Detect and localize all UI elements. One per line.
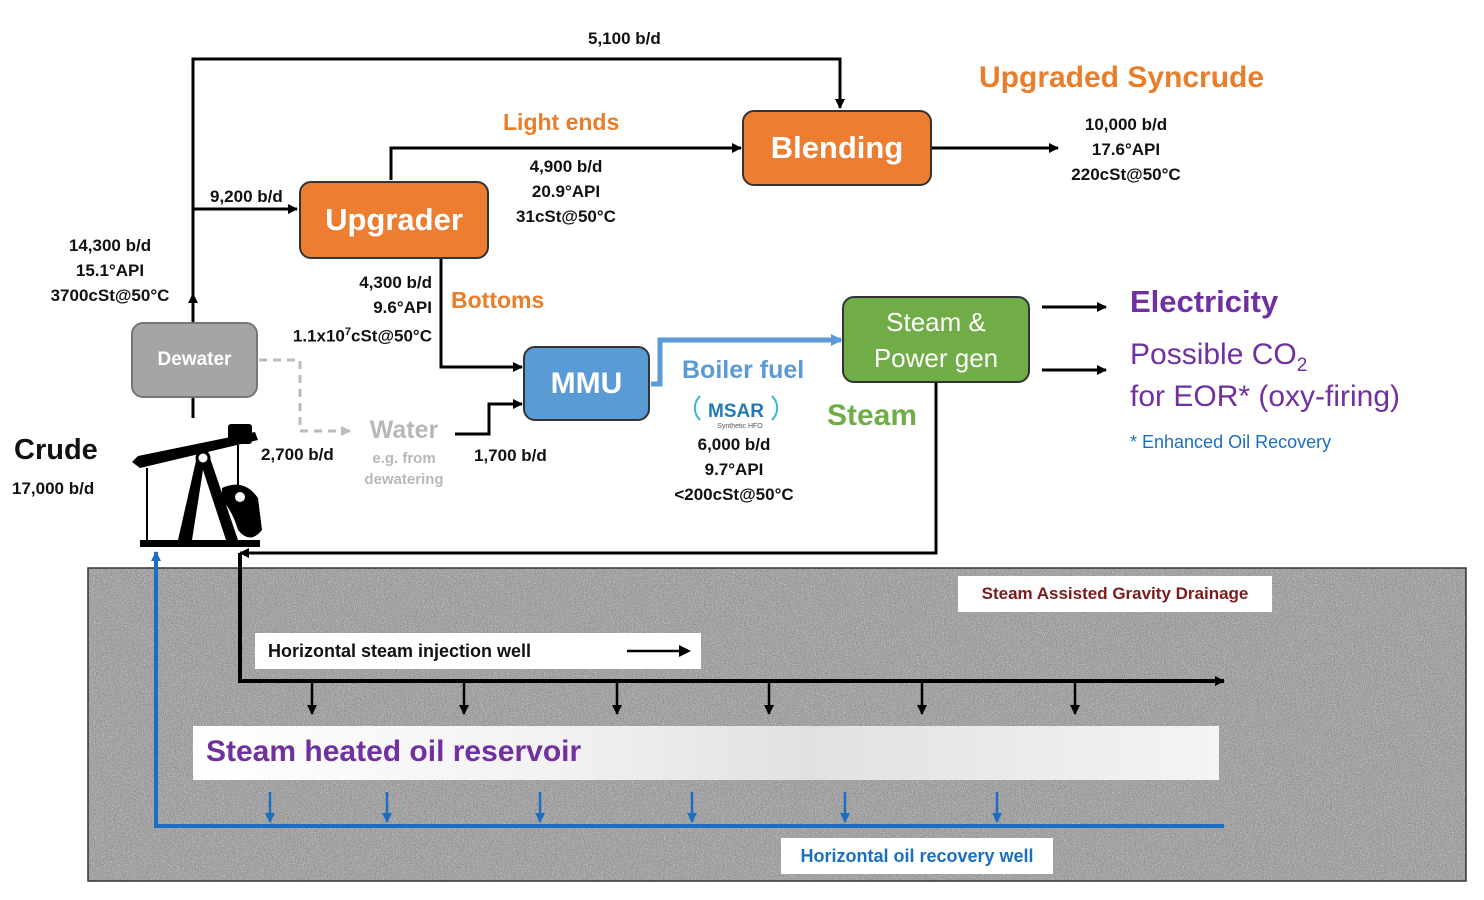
- water-label: Water: [369, 416, 439, 444]
- boiler-fuel-line: [651, 334, 843, 387]
- boiler-fuel-flow-label: 6,000 b/d 9.7°API <200cSt@50°C: [664, 432, 804, 507]
- bypass-line: [191, 57, 845, 304]
- blending-box: Blending: [742, 110, 932, 186]
- bottoms-flow-3: 1.1x107cSt@50°C: [270, 320, 432, 349]
- crude-label: Crude: [14, 434, 98, 466]
- product-flow-3: 220cSt@50°C: [1071, 165, 1181, 184]
- light-ends-label: Light ends: [503, 109, 620, 135]
- steam-label: Steam: [827, 399, 918, 432]
- water-to-mmu-line: [455, 399, 523, 436]
- recovery-well-line: [151, 551, 1224, 828]
- bypass-flow-label: 5,100 b/d: [588, 29, 661, 48]
- steam-power-line-1: Steam &: [886, 306, 986, 337]
- bottoms-flow-3-base: 1.1x10: [292, 326, 345, 346]
- injection-drops: [307, 683, 1080, 715]
- product-flow-label: 10,000 b/d 17.6°API 220cSt@50°C: [1056, 112, 1196, 187]
- product-flow-1: 10,000 b/d: [1084, 115, 1168, 134]
- dewater-box: Dewater: [131, 322, 258, 398]
- mmu-box: MMU: [523, 346, 650, 421]
- svg-text:MSAR: MSAR: [708, 401, 764, 422]
- bottoms-flow-3-unit: cSt@50°C: [350, 326, 432, 346]
- dewatered-flow-1: 14,300 b/d: [68, 236, 152, 255]
- injection-well-panel: Horizontal steam injection well: [255, 633, 701, 669]
- co2-label-line-1: Possible CO2: [1130, 338, 1307, 377]
- bottoms-flow-1: 4,300 b/d: [359, 273, 432, 292]
- co2-label-line-2: for EOR* (oxy-firing): [1130, 380, 1401, 413]
- electricity-label: Electricity: [1130, 284, 1279, 319]
- recovery-well-label: Horizontal oil recovery well: [781, 838, 1053, 874]
- svg-text:Synthetic HFO: Synthetic HFO: [717, 423, 763, 430]
- steam-return-line: [239, 383, 938, 558]
- water-out-flow-label: 2,700 b/d: [261, 445, 334, 464]
- to-upgrader-flow-label: 9,200 b/d: [210, 187, 283, 206]
- light-ends-flow-2: 20.9°API: [531, 182, 601, 201]
- dewatered-flow-label: 14,300 b/d 15.1°API 3700cSt@50°C: [40, 233, 180, 308]
- eor-footnote: * Enhanced Oil Recovery: [1130, 432, 1332, 452]
- pumpjack-icon: [132, 424, 262, 547]
- light-ends-line: [389, 143, 742, 180]
- msar-logo-icon: MSAR Synthetic HFO: [693, 395, 779, 430]
- bottoms-flow-label: 4,300 b/d 9.6°API 1.1x107cSt@50°C: [270, 270, 432, 349]
- co2-label-text: Possible CO: [1130, 338, 1297, 371]
- boiler-fuel-flow-1: 6,000 b/d: [697, 435, 771, 454]
- crude-flow-label: 17,000 b/d: [12, 479, 95, 498]
- bottoms-flow-3-exp: 7: [344, 326, 351, 338]
- co2-label-subscript: 2: [1296, 355, 1308, 376]
- water-to-mmu-flow-label: 1,700 b/d: [474, 446, 547, 465]
- bottoms-flow-2: 9.6°API: [373, 298, 432, 317]
- water-source-label: e.g. from dewatering: [352, 448, 456, 490]
- steam-power-line-2: Power gen: [873, 342, 999, 373]
- light-ends-flow-label: 4,900 b/d 20.9°API 31cSt@50°C: [496, 154, 636, 229]
- boiler-fuel-flow-2: 9.7°API: [704, 460, 764, 479]
- dewatered-flow-3: 3700cSt@50°C: [50, 286, 170, 305]
- reservoir-band: [193, 726, 1219, 780]
- boiler-fuel-flow-3: <200cSt@50°C: [674, 485, 794, 504]
- speckled-ground-texture: [87, 567, 1467, 882]
- light-ends-flow-3: 31cSt@50°C: [516, 207, 616, 226]
- reservoir-label: Steam heated oil reservoir: [206, 735, 582, 768]
- injection-direction-arrow: [627, 645, 691, 657]
- injection-well-line: [238, 553, 1225, 686]
- upgraded-syncrude-label: Upgraded Syncrude: [979, 61, 1265, 94]
- upgrader-box: Upgrader: [299, 181, 489, 259]
- water-source-2: dewatering: [364, 471, 444, 488]
- bottoms-label: Bottoms: [451, 287, 545, 313]
- injection-well-label: Horizontal steam injection well: [268, 641, 532, 661]
- water-outlet-line: [259, 358, 351, 436]
- sagd-label: Steam Assisted Gravity Drainage: [958, 576, 1272, 612]
- steam-power-gen-box: Steam & Power gen: [842, 296, 1030, 383]
- bottoms-line: [439, 259, 523, 372]
- product-flow-2: 17.6°API: [1091, 140, 1161, 159]
- dewatered-flow-2: 15.1°API: [75, 261, 145, 280]
- recovery-drops: [265, 792, 1002, 823]
- boiler-fuel-label: Boiler fuel: [682, 356, 805, 384]
- light-ends-flow-1: 4,900 b/d: [529, 157, 603, 176]
- water-source-1: e.g. from: [372, 450, 436, 467]
